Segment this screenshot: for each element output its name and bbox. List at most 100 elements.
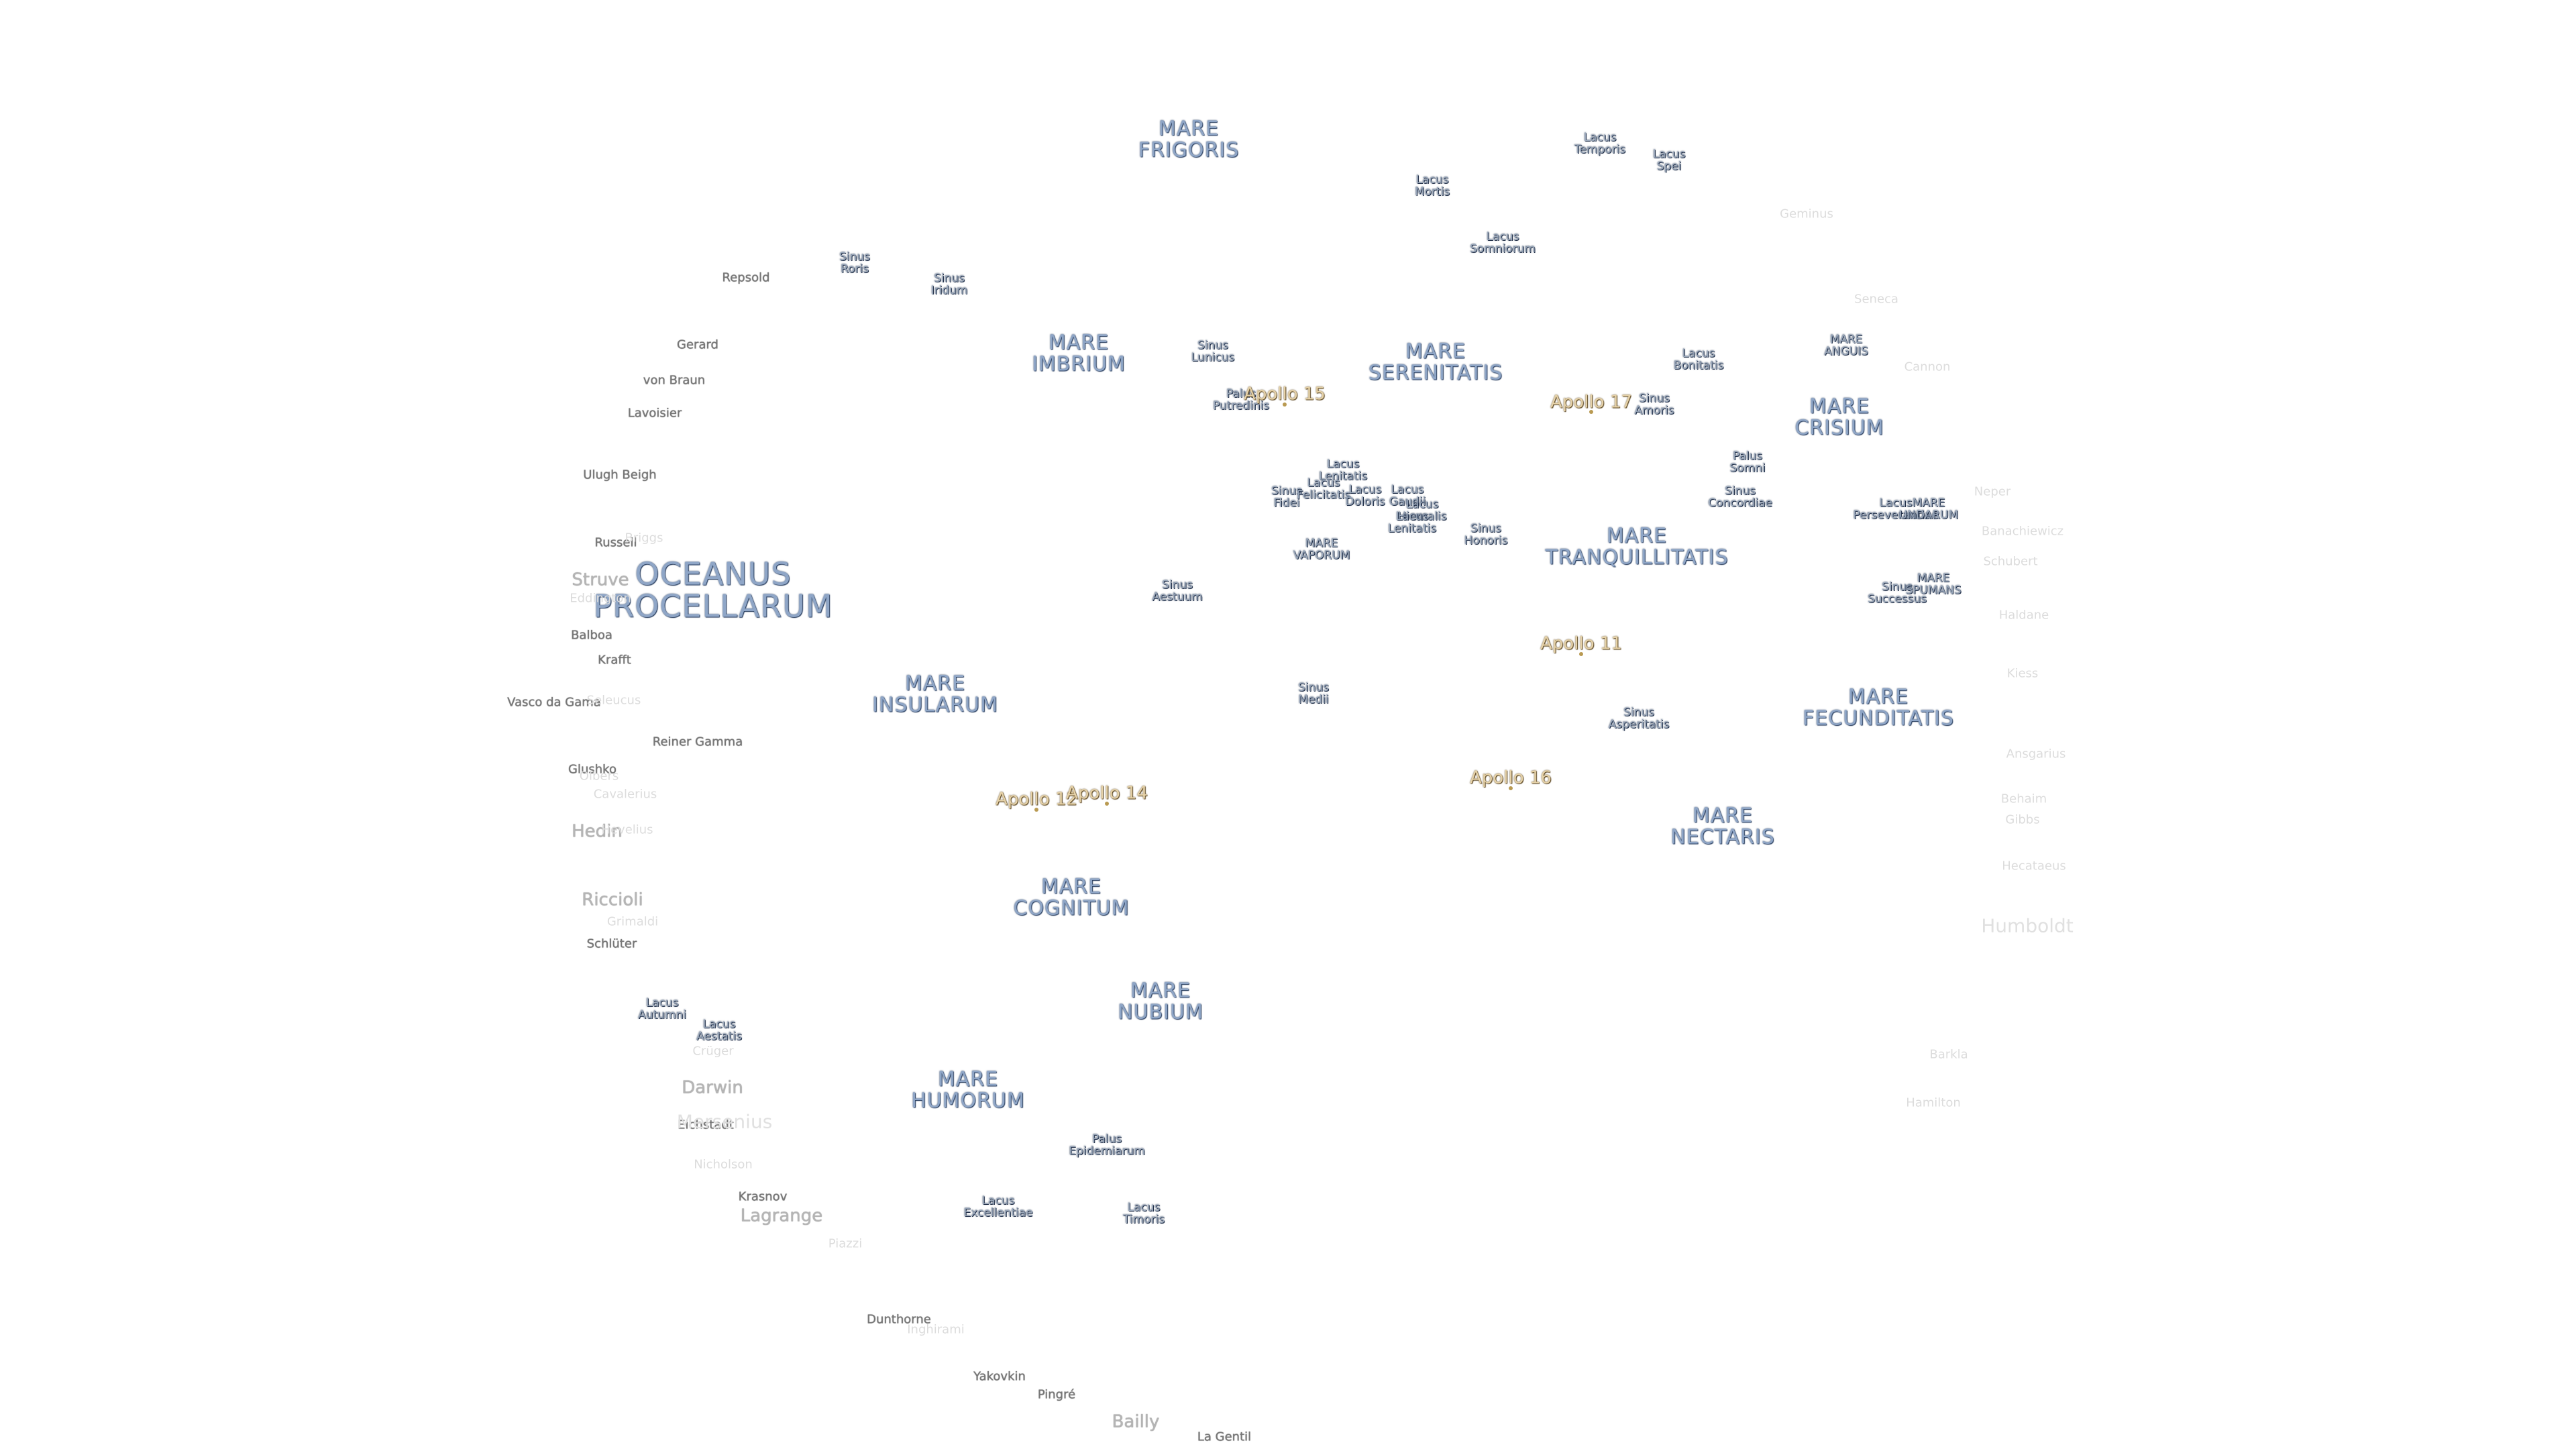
crater-label: Cannon: [1904, 360, 1951, 374]
crater-label: Barkla: [1929, 1047, 1968, 1062]
crater-label: Olbers: [579, 769, 619, 784]
crater-label: Kiess: [2006, 666, 2039, 681]
crater-label: Russell: [594, 535, 637, 550]
crater-label: Vasco da Gama: [507, 695, 601, 710]
crater-label: Briggs: [625, 531, 663, 545]
crater-label: Lavoisier: [627, 406, 682, 421]
crater-label: Darwin: [682, 1077, 743, 1098]
crater-label: Riccioli: [582, 890, 643, 910]
crater-label: Bailly: [1112, 1411, 1160, 1432]
crater-label: Gerard: [677, 337, 718, 352]
crater-label: Ulugh Beigh: [583, 468, 657, 482]
crater-label: Hamilton: [1906, 1095, 1961, 1110]
apollo-landing-label: Apollo 16: [1470, 767, 1552, 788]
apollo-landing-label: Apollo 17: [1550, 392, 1632, 413]
crater-label: Seneca: [1854, 292, 1898, 307]
crater-label: Reiner Gamma: [652, 735, 743, 749]
crater-label: Grimaldi: [606, 914, 659, 929]
crater-label: Cavalerius: [593, 787, 657, 802]
crater-label: Schubert: [1983, 554, 2038, 569]
apollo-landing-label: Apollo 11: [1540, 633, 1622, 654]
crater-label: Piazzi: [828, 1236, 863, 1251]
crater-label: Balboa: [571, 628, 612, 643]
crater-label: Repsold: [722, 270, 770, 285]
apollo-landing-label: Apollo 12: [996, 789, 1077, 810]
crater-label: Hedin: [572, 821, 623, 842]
crater-label: von Braun: [643, 373, 706, 388]
crater-label: Dunthorne: [867, 1312, 931, 1327]
crater-label: Neper: [1974, 484, 2011, 499]
crater-label: Crüger: [692, 1044, 734, 1059]
crater-label: Humboldt: [1981, 914, 2074, 937]
landing-site-marker: [1283, 402, 1287, 407]
landing-site-marker: [1589, 410, 1593, 414]
crater-label: Inghirami: [907, 1322, 965, 1337]
crater-label: Behaim: [2000, 792, 2047, 806]
crater-label: Eichstadt: [678, 1118, 734, 1132]
crater-label: Glushko: [568, 762, 616, 777]
crater-label: Krasnov: [738, 1189, 788, 1204]
crater-label: Hevelius: [601, 822, 653, 837]
landing-site-marker: [1509, 786, 1513, 790]
crater-label: Eddington: [570, 591, 631, 606]
crater-label: Lagrange: [740, 1205, 823, 1226]
crater-label: Ansgarius: [2006, 747, 2066, 761]
crater-label: Banachiewicz: [1981, 524, 2064, 539]
landing-site-marker: [1105, 802, 1109, 806]
crater-label: Schlüter: [586, 936, 637, 951]
crater-label: Nicholson: [694, 1157, 753, 1172]
crater-label: Krafft: [598, 653, 631, 667]
crater-label: Mersenius: [676, 1110, 773, 1133]
apollo-landing-label: Apollo 14: [1066, 783, 1148, 804]
crater-label: La Gentil: [1197, 1430, 1252, 1444]
crater-label: Hecataeus: [2002, 859, 2066, 873]
crater-label: Gibbs: [2005, 812, 2040, 827]
crater-label: Struve: [572, 570, 629, 590]
crater-label: Seleucus: [586, 693, 641, 708]
crater-label: Pingré: [1037, 1387, 1076, 1402]
